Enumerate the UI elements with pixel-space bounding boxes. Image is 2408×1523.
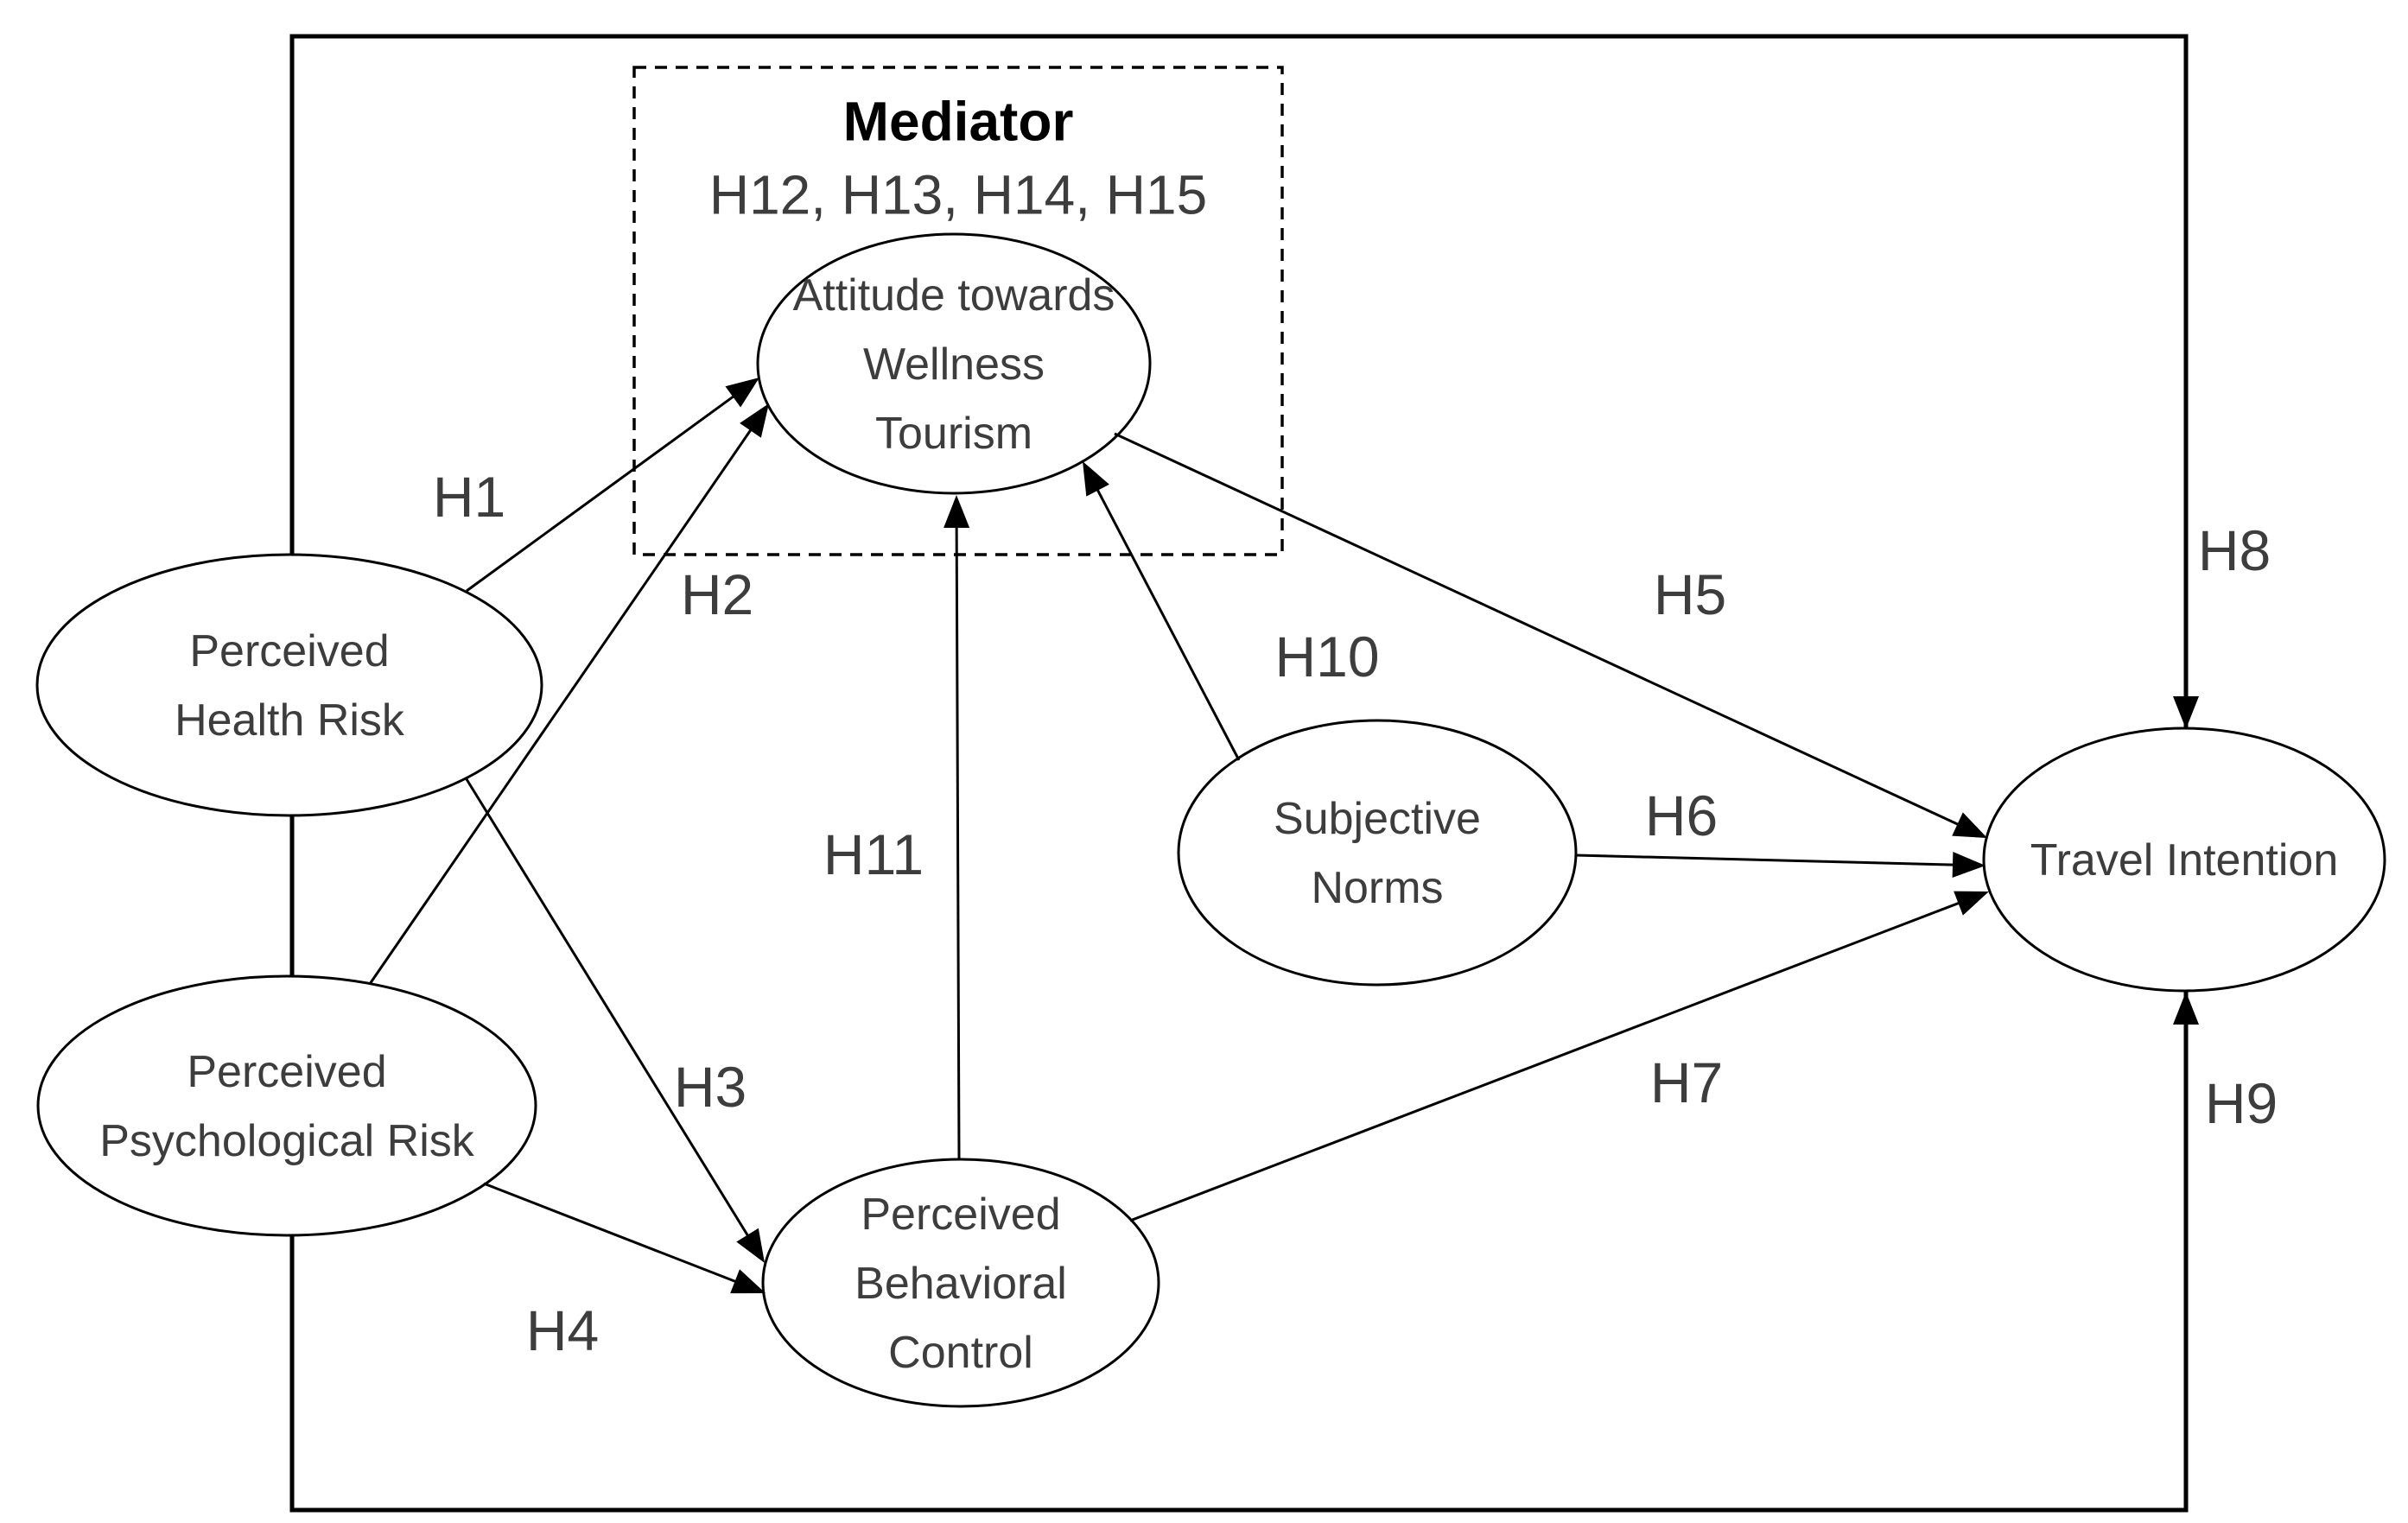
arrowhead-h9: [2173, 992, 2199, 1025]
hypothesis-label-h4: H4: [526, 1298, 599, 1362]
edge-line-h4: [483, 1182, 740, 1285]
edge-h5: H5: [1114, 432, 1987, 838]
arrowhead-h7: [1954, 891, 1989, 916]
edge-line-h1: [466, 392, 739, 593]
subjective-norms-label-line-2: Norms: [1311, 863, 1443, 913]
perceived-behavioral-control-ellipse: [761, 1158, 1160, 1408]
edge-line-h10: [1094, 485, 1241, 761]
perceived-behavioral-control-label-line-1: Perceived: [861, 1190, 1060, 1240]
perceived-psychological-risk-ellipse: [36, 974, 537, 1237]
hypothesis-label-h8: H8: [2198, 518, 2271, 582]
edge-h7: H7: [1129, 891, 1989, 1222]
arrowhead-h6: [1952, 852, 1985, 879]
edge-h6: H6: [1575, 784, 1985, 879]
hypothesis-label-h3: H3: [674, 1055, 747, 1119]
edge-h2: H2: [368, 403, 769, 985]
edge-line-h3: [465, 778, 752, 1241]
perceived-health-risk-label-line-1: Perceived: [189, 626, 389, 676]
edge-line-h11: [955, 522, 961, 1160]
mediator-hypotheses: H12, H13, H14, H15: [709, 163, 1207, 225]
arrowhead-h11: [944, 495, 970, 529]
travel-intention-ellipse: [1982, 727, 2386, 993]
subjective-norms-ellipse: [1177, 719, 1578, 987]
perceived-behavioral-control-label-line-2: Behavioral: [855, 1259, 1067, 1309]
attitude-towards-wellness-tourism-label-line-3: Tourism: [875, 409, 1032, 459]
perceived-behavioral-control-label-line-3: Control: [888, 1328, 1033, 1378]
travel-intention-label-line-1: Travel Intention: [2030, 835, 2338, 885]
arrowhead-h3: [736, 1228, 765, 1263]
edge-line-h6: [1575, 854, 1959, 866]
attitude-towards-wellness-tourism-label-line-2: Wellness: [863, 340, 1045, 390]
hypothesis-label-h9: H9: [2205, 1071, 2278, 1135]
arrowhead-h5: [1952, 812, 1987, 838]
mediator-box: [632, 66, 1284, 556]
arrowhead-h4: [730, 1269, 766, 1294]
arrowhead-h10: [1083, 461, 1109, 497]
edge-h8: H8: [2173, 39, 2271, 729]
attitude-towards-wellness-tourism-label-line-1: Attitude towards: [793, 270, 1115, 320]
edge-h11: H11: [823, 495, 970, 1160]
mediator-title: Mediator: [843, 90, 1074, 152]
hypothesis-label-h2: H2: [681, 562, 753, 626]
perceived-psychological-risk-label-line-2: Psychological Risk: [99, 1116, 474, 1166]
node-travel-intention: Travel Intention: [1982, 727, 2386, 993]
edge-h1: H1: [433, 378, 759, 593]
hypothesis-label-h6: H6: [1645, 784, 1718, 847]
arrowhead-h1: [725, 378, 759, 408]
edge-line-h7: [1129, 900, 1964, 1222]
hypothesis-label-h7: H7: [1650, 1050, 1723, 1114]
perceived-health-risk-label-line-2: Health Risk: [175, 695, 405, 746]
attitude-towards-wellness-tourism-ellipse: [756, 232, 1152, 495]
edge-h4: H4: [483, 1182, 766, 1362]
arrowhead-h8: [2173, 696, 2199, 729]
edge-h3: H3: [465, 778, 765, 1263]
hypothesis-label-h1: H1: [433, 465, 505, 529]
edge-h9: H9: [2173, 992, 2278, 1507]
perceived-psychological-risk-label-line-1: Perceived: [187, 1047, 386, 1097]
edge-h10: H10: [1083, 461, 1380, 761]
hypothesis-label-h10: H10: [1274, 625, 1379, 689]
edge-line-h5: [1114, 432, 1963, 828]
hypothesis-label-h5: H5: [1654, 562, 1726, 626]
subjective-norms-label-line-1: Subjective: [1274, 794, 1481, 844]
edge-line-h2: [368, 425, 755, 985]
arrowhead-h2: [740, 403, 769, 438]
hypothesis-label-h11: H11: [823, 822, 924, 886]
perceived-health-risk-ellipse: [35, 553, 543, 817]
